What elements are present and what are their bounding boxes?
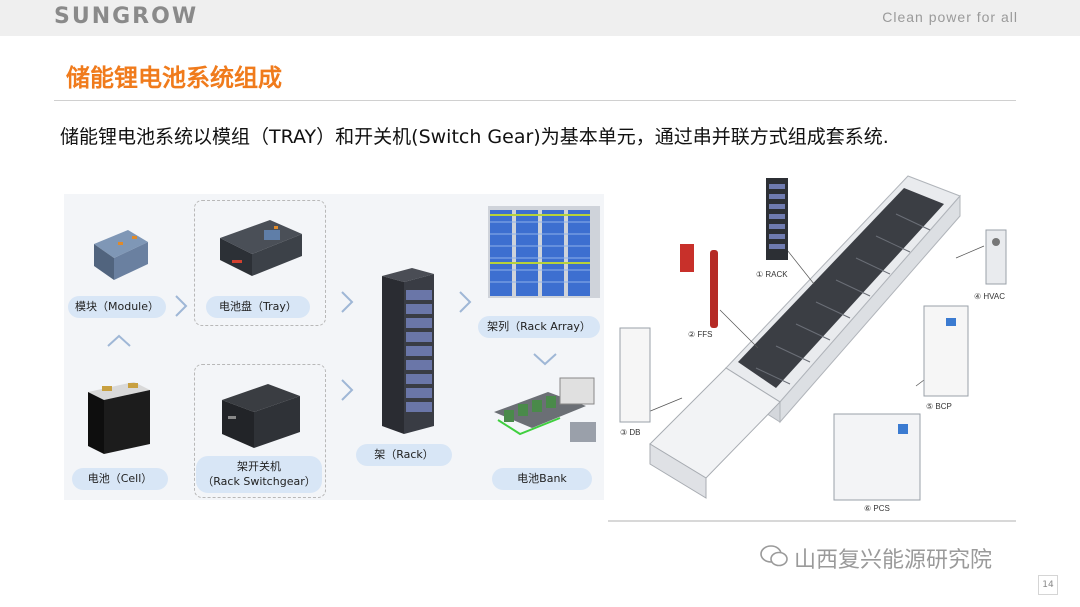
battery-bank-image — [494, 377, 596, 442]
rack-array-image — [488, 206, 600, 298]
rack-array-label: 架列（Rack Array） — [478, 316, 600, 338]
rack-image — [382, 268, 434, 434]
chevron-right-icon — [175, 295, 188, 317]
rack-switchgear-image — [222, 384, 300, 448]
rack-switchgear-label: 架开关机 （Rack Switchgear） — [196, 456, 322, 493]
module-image — [94, 230, 148, 280]
chevron-up-icon — [107, 334, 131, 347]
container-drawing — [619, 175, 1007, 501]
slide-title: 储能锂电池系统组成 — [66, 64, 282, 92]
brand-logo: SUNGROW — [54, 4, 199, 29]
bcp-callout: ⑤ BCP — [926, 402, 952, 411]
battery-bank-label: 电池Bank — [492, 468, 592, 490]
rack-label: 架（Rack） — [356, 444, 452, 466]
pcs-callout: ⑥ PCS — [864, 504, 890, 513]
watermark-text: 山西复兴能源研究院 — [794, 548, 993, 573]
intro-text: 储能锂电池系统以模组（TRAY）和开关机(Switch Gear)为基本单元，通… — [60, 126, 889, 148]
top-bar — [0, 0, 1080, 36]
chevron-down-icon — [533, 353, 557, 366]
ffs-callout: ② FFS — [688, 330, 713, 339]
rack-switchgear-label-line2: （Rack Switchgear） — [202, 475, 316, 488]
composition-diagram: 模块（Module） 电池盘（Tray） 电池（Cell） 架开关机 （Rack… — [64, 194, 604, 500]
cell-label: 电池（Cell） — [72, 468, 168, 490]
hvac-callout: ④ HVAC — [974, 292, 1006, 301]
chevron-right-icon — [341, 291, 354, 313]
container-illustration: ① RACK ② FFS ③ DB ④ HVAC ⑤ BCP ⑥ PCS — [608, 172, 1016, 522]
rack-switchgear-label-line1: 架开关机 — [237, 460, 281, 473]
title-divider — [54, 100, 1016, 101]
cell-image — [88, 382, 150, 454]
tagline: Clean power for all — [882, 9, 1018, 25]
page-number: 14 — [1038, 575, 1058, 595]
chevron-right-icon — [459, 291, 472, 313]
module-label: 模块（Module） — [68, 296, 166, 318]
rack-callout: ① RACK — [756, 270, 788, 279]
tray-label: 电池盘（Tray） — [206, 296, 310, 318]
tray-image — [220, 220, 302, 276]
wechat-icon — [760, 545, 788, 567]
chevron-right-icon — [341, 379, 354, 401]
db-callout: ③ DB — [620, 428, 641, 437]
